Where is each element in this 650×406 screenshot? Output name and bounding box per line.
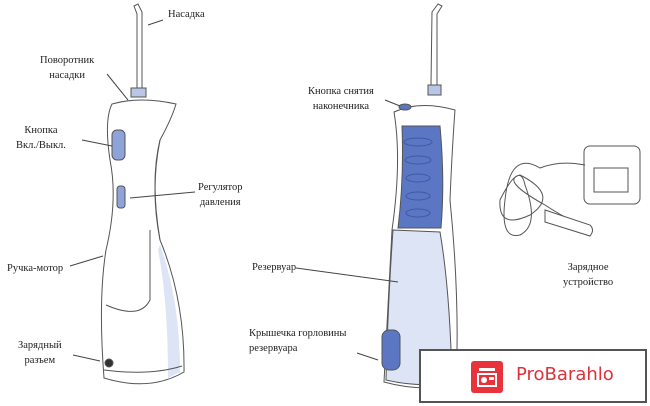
pressure-knob <box>116 185 126 209</box>
label-text: Регулятор <box>198 182 243 193</box>
right-device <box>381 3 458 389</box>
label-reservoir: Резервуар <box>252 260 296 275</box>
label-reservoir-cap: Крышечка горловины резервуара <box>249 326 346 356</box>
watermark: ProBarahlo <box>419 349 647 403</box>
nozzle <box>133 3 143 89</box>
power-button <box>111 129 126 161</box>
label-text: Зарядный <box>18 340 62 351</box>
label-motor-handle: Ручка-мотор <box>7 261 63 276</box>
charger-plug <box>544 209 593 237</box>
leader-lines <box>69 19 401 362</box>
label-text: Зарядное <box>567 262 609 273</box>
right-nozzle <box>430 3 443 86</box>
tip-release-button <box>398 103 412 111</box>
label-text: наконечника <box>312 101 370 112</box>
label-text: Насадка <box>168 9 205 20</box>
label-pressure-control: Регулятор давления <box>198 180 242 210</box>
label-charger: Зарядное устройство <box>563 260 613 290</box>
label-text: насадки <box>49 70 86 81</box>
charger <box>499 145 641 237</box>
label-text: Кнопка снятия <box>308 86 374 97</box>
label-text: Крышечка горловины <box>249 328 347 339</box>
label-text: резервуара <box>249 343 298 354</box>
nozzle-rotator <box>130 87 147 98</box>
label-text: Ручка-мотор <box>7 263 64 274</box>
label-text: давления <box>199 197 241 208</box>
probarahlo-logo-icon <box>471 361 503 393</box>
watermark-text: ProBarahlo <box>516 364 614 385</box>
label-text: разъем <box>24 355 56 366</box>
label-nozzle-rotator: Поворотник насадки <box>40 53 94 83</box>
label-charging-port: Зарядный разъем <box>18 338 62 368</box>
label-text: Кнопка <box>24 125 58 136</box>
grip-panel <box>397 125 444 229</box>
left-device <box>100 3 185 385</box>
label-text: Резервуар <box>252 262 297 273</box>
label-text: устройство <box>563 277 614 288</box>
label-tip-release-button: Кнопка снятия наконечника <box>308 84 374 114</box>
handle-body <box>100 99 185 385</box>
label-text: Поворотник <box>40 55 95 66</box>
charger-cord <box>499 162 586 237</box>
reservoir-cap <box>381 329 401 371</box>
label-text: Вкл./Выкл. <box>16 140 66 151</box>
charging-port <box>104 358 114 368</box>
label-nozzle: Насадка <box>168 7 205 22</box>
